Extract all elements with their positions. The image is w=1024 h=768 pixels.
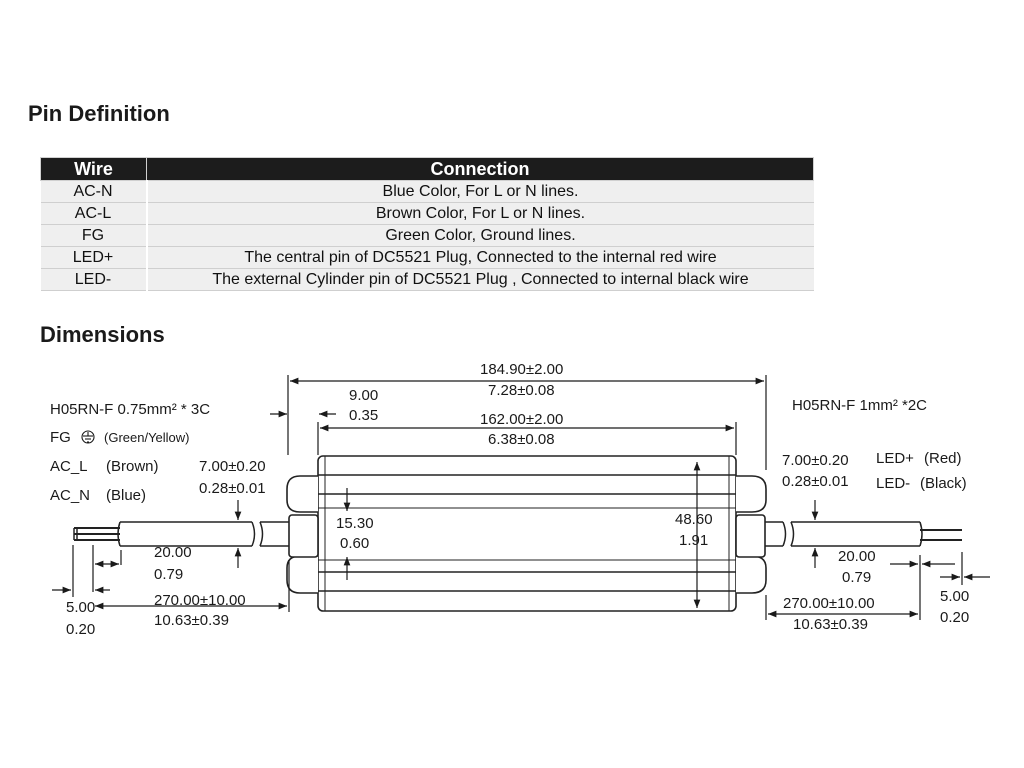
mount-spacing-mm: 15.30 [336, 515, 374, 532]
connection-column-header: Connection [146, 157, 814, 181]
wire-column-header: Wire [40, 157, 147, 181]
pin-definition-table: Wire Connection AC-N Blue Color, For L o… [40, 157, 814, 291]
connection-cell: Brown Color, For L or N lines. [146, 202, 814, 225]
right-tip-in: 0.20 [940, 609, 969, 626]
right-cable [765, 521, 962, 547]
overall-length-in: 7.28±0.08 [488, 382, 555, 399]
led-minus-note: (Black) [920, 475, 967, 492]
body-length-mm: 162.00±2.00 [480, 411, 563, 428]
right-cable-length-in: 10.63±0.39 [793, 616, 868, 633]
right-cable-dia-in: 0.28±0.01 [782, 473, 849, 490]
dimension-lines [52, 375, 990, 620]
right-cable-dia-mm: 7.00±0.20 [782, 452, 849, 469]
left-strip-mm: 20.00 [154, 544, 192, 561]
table-row: LED+ The central pin of DC5521 Plug, Con… [40, 246, 814, 269]
right-cable-length-mm: 270.00±10.00 [783, 595, 875, 612]
fg-label: FG [50, 429, 71, 446]
table-row: AC-L Brown Color, For L or N lines. [40, 202, 814, 225]
offset-mm: 9.00 [349, 387, 378, 404]
left-cable-dia-mm: 7.00±0.20 [199, 458, 266, 475]
wire-cell: LED- [40, 268, 148, 291]
right-mounting-ear [736, 475, 767, 594]
right-cable-gland [735, 514, 766, 558]
acl-label: AC_L [50, 458, 88, 475]
connection-cell: Green Color, Ground lines. [146, 224, 814, 247]
ground-icon [81, 430, 95, 444]
connection-cell: The external Cylinder pin of DC5521 Plug… [146, 268, 814, 291]
table-row: AC-N Blue Color, For L or N lines. [40, 180, 814, 203]
table-header-row: Wire Connection [40, 157, 814, 181]
led-plus-note: (Red) [924, 450, 962, 467]
dimensions-title: Dimensions [40, 322, 165, 347]
connection-cell: The central pin of DC5521 Plug, Connecte… [146, 246, 814, 269]
right-cable-spec: H05RN-F 1mm² *2C [792, 397, 927, 414]
wire-cell: LED+ [40, 246, 148, 269]
left-cable [73, 521, 289, 547]
height-mm: 48.60 [675, 511, 713, 528]
wire-cell: FG [40, 224, 148, 247]
mount-spacing-in: 0.60 [340, 535, 369, 552]
left-cable-gland [288, 514, 319, 558]
left-cable-spec: H05RN-F 0.75mm² * 3C [50, 401, 210, 418]
dimension-drawing: 184.90±2.00 7.28±0.08 162.00±2.00 6.38±0… [50, 361, 990, 638]
left-cable-length-in: 10.63±0.39 [154, 612, 229, 629]
wire-cell: AC-L [40, 202, 148, 225]
housing-body [317, 455, 737, 612]
fg-note: (Green/Yellow) [104, 430, 190, 445]
acl-note: (Brown) [106, 458, 159, 475]
right-tip-mm: 5.00 [940, 588, 969, 605]
height-in: 1.91 [679, 532, 708, 549]
led-minus-label: LED- [876, 475, 910, 492]
connection-cell: Blue Color, For L or N lines. [146, 180, 814, 203]
left-cable-dia-in: 0.28±0.01 [199, 480, 266, 497]
right-strip-in: 0.79 [842, 569, 871, 586]
led-plus-label: LED+ [876, 450, 914, 467]
table-row: FG Green Color, Ground lines. [40, 224, 814, 247]
left-cable-length-mm: 270.00±10.00 [154, 592, 246, 609]
left-strip-in: 0.79 [154, 566, 183, 583]
acn-label: AC_N [50, 487, 90, 504]
acn-note: (Blue) [106, 487, 146, 504]
left-tip-mm: 5.00 [66, 599, 95, 616]
table-row: LED- The external Cylinder pin of DC5521… [40, 268, 814, 291]
right-strip-mm: 20.00 [838, 548, 876, 565]
wire-cell: AC-N [40, 180, 148, 203]
body-length-in: 6.38±0.08 [488, 431, 555, 448]
pin-definition-title: Pin Definition [28, 101, 170, 126]
overall-length-mm: 184.90±2.00 [480, 361, 563, 378]
offset-in: 0.35 [349, 407, 378, 424]
left-tip-in: 0.20 [66, 621, 95, 638]
